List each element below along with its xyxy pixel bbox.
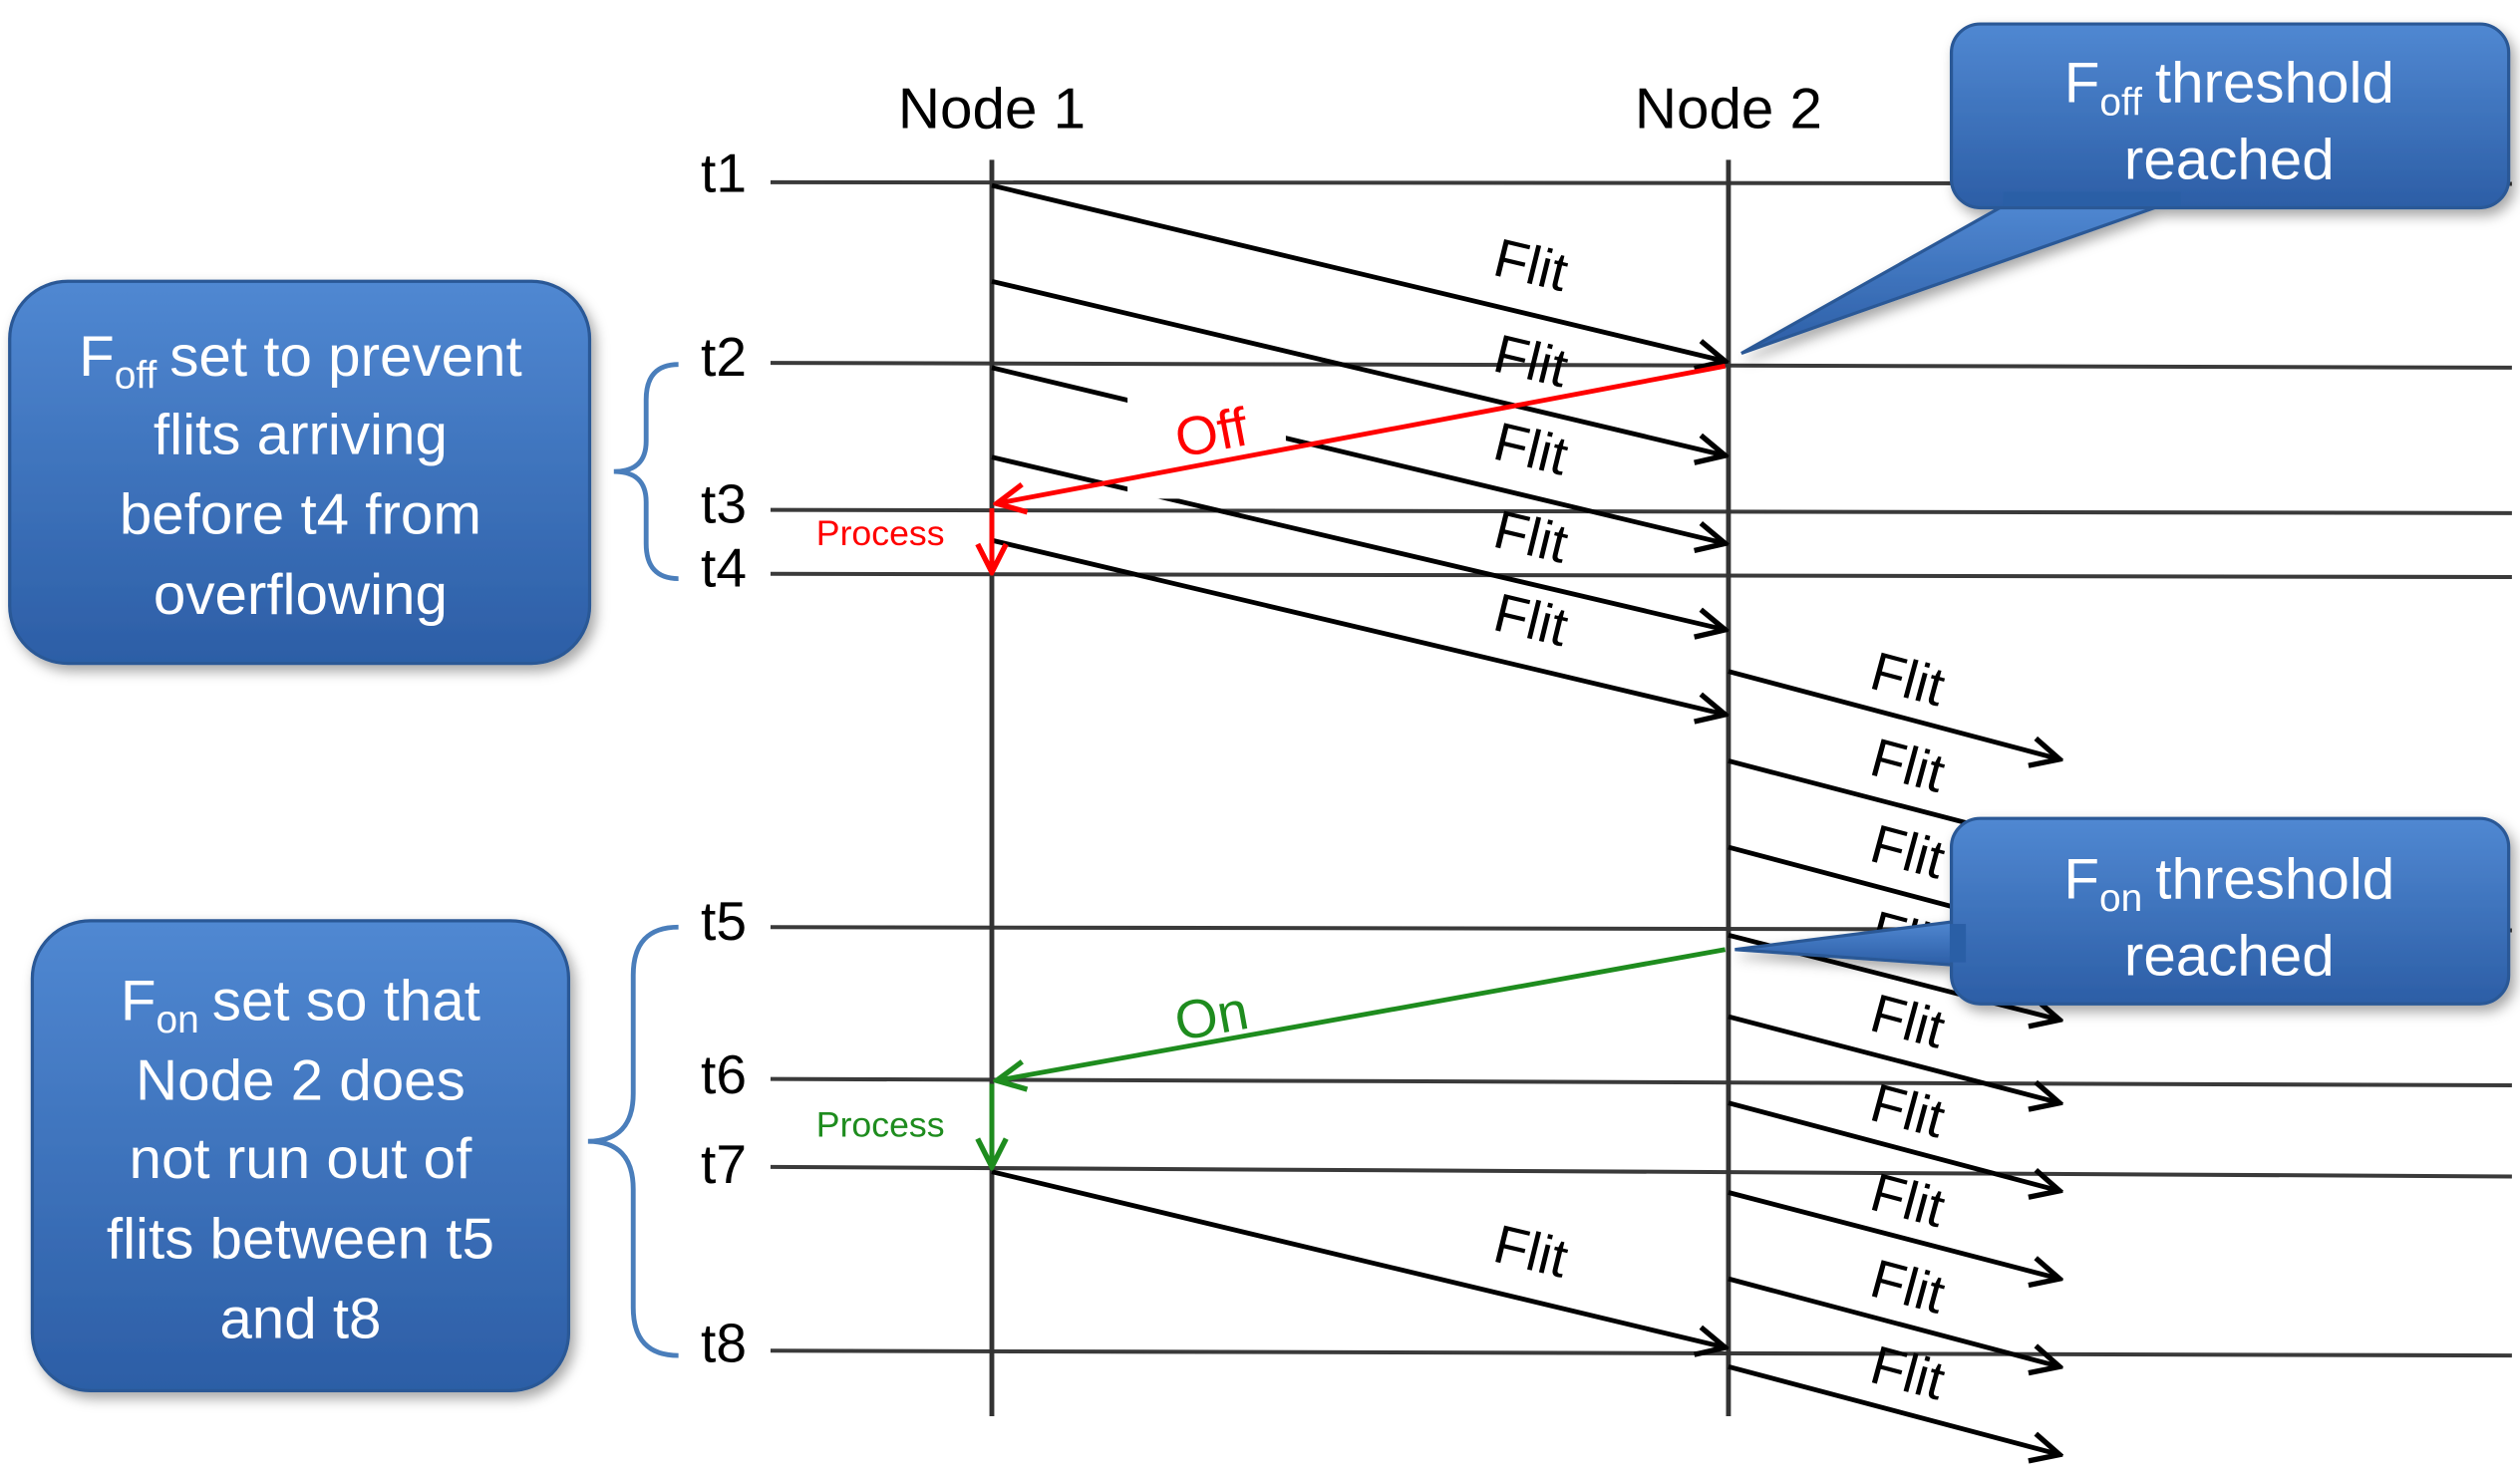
subscript: on [2099,877,2142,920]
time-label-t5: t5 [701,890,747,952]
timeline-t7 [770,1164,2512,1179]
process-label-on: Process [816,1105,945,1145]
timeline-t6 [770,1076,2512,1088]
subscript: on [157,999,199,1041]
node-1-label: Node 1 [898,77,1086,142]
off-signal-arrow [997,363,1727,503]
flit-arrow [1728,1364,2059,1454]
time-label-t1: t1 [701,143,747,204]
note-line: Foff set to prevent [79,324,522,398]
callout-box [1949,816,2511,1006]
callout-off-threshold-line1: Foff threshold [2064,51,2394,125]
flit-arrow [1728,1276,2059,1366]
time-label-t2: t2 [701,326,747,388]
off-label-backdrop [1127,371,1286,499]
note-line: Fon set so that [121,969,480,1042]
flit-arrow [1728,1014,2059,1103]
flit-arrow [991,1169,1726,1347]
callout-on-threshold-line1: Fon threshold [2063,847,2394,921]
subscript: off [2099,82,2142,125]
timeline-t4 [770,571,2512,580]
timeline-t2 [770,361,2512,370]
note-line: not run out of [130,1126,473,1191]
note-on-setting: Fon set so that Node 2 does not run out o… [30,919,571,1392]
note-line: Node 2 does [136,1048,466,1113]
flit-arrow [991,454,1726,630]
callout-off-threshold [1740,22,2511,355]
time-label-t4: t4 [701,537,747,599]
flit-arrow [1728,1100,2059,1191]
callout-off-threshold-line2: reached [2124,128,2335,192]
note-text: set to prevent [169,324,521,389]
flit-arrow [1728,1190,2059,1280]
timelines [770,179,2512,1358]
note-line: overflowing [154,562,448,627]
flit-arrow [1728,669,2059,759]
flit-arrow [991,182,1726,361]
callout-text: threshold [2155,847,2394,912]
note-line: flits arriving [154,403,448,467]
symbol: F [2063,847,2099,912]
time-label-t8: t8 [701,1313,747,1374]
note-box [30,919,571,1392]
flit-arrow [991,278,1726,455]
time-label-t6: t6 [701,1043,747,1105]
note-box [8,279,592,666]
callout-pointer-join [2003,191,2181,206]
time-labels: t1 t2 t3 t4 t5 t6 t7 t8 [701,143,747,1374]
callout-box [1949,22,2511,210]
on-signal-arrow [997,947,1727,1081]
node-2-label: Node 2 [1635,77,1822,142]
callout-on-threshold-line2: reached [2124,924,2335,989]
note-line: before t4 from [120,482,481,547]
note-line: flits between t5 [107,1207,494,1272]
process-label-off: Process [816,513,945,553]
symbol: F [79,324,115,389]
timeline-t3 [770,507,2512,515]
on-signal: On Process [816,947,1727,1167]
time-label-t3: t3 [701,473,747,535]
flit-arrow [991,537,1726,715]
time-label-t7: t7 [701,1133,747,1195]
symbol: F [121,969,157,1034]
off-signal: Off Process [816,363,1727,572]
callout-pointer-join [1949,924,1967,963]
on-signal-label: On [1169,979,1252,1052]
subscript: off [115,355,158,398]
off-signal-label: Off [1170,396,1254,469]
note-text: set so that [212,969,480,1034]
brace-t2-t4 [613,362,679,582]
timeline-t8 [770,1348,2512,1358]
callout-text: threshold [2155,51,2394,116]
flit-arrow [991,365,1726,543]
callout-on-threshold [1734,816,2511,1006]
note-line: and t8 [219,1287,381,1351]
symbol: F [2064,51,2100,116]
note-off-setting: Foff set to prevent flits arriving before… [8,279,592,666]
